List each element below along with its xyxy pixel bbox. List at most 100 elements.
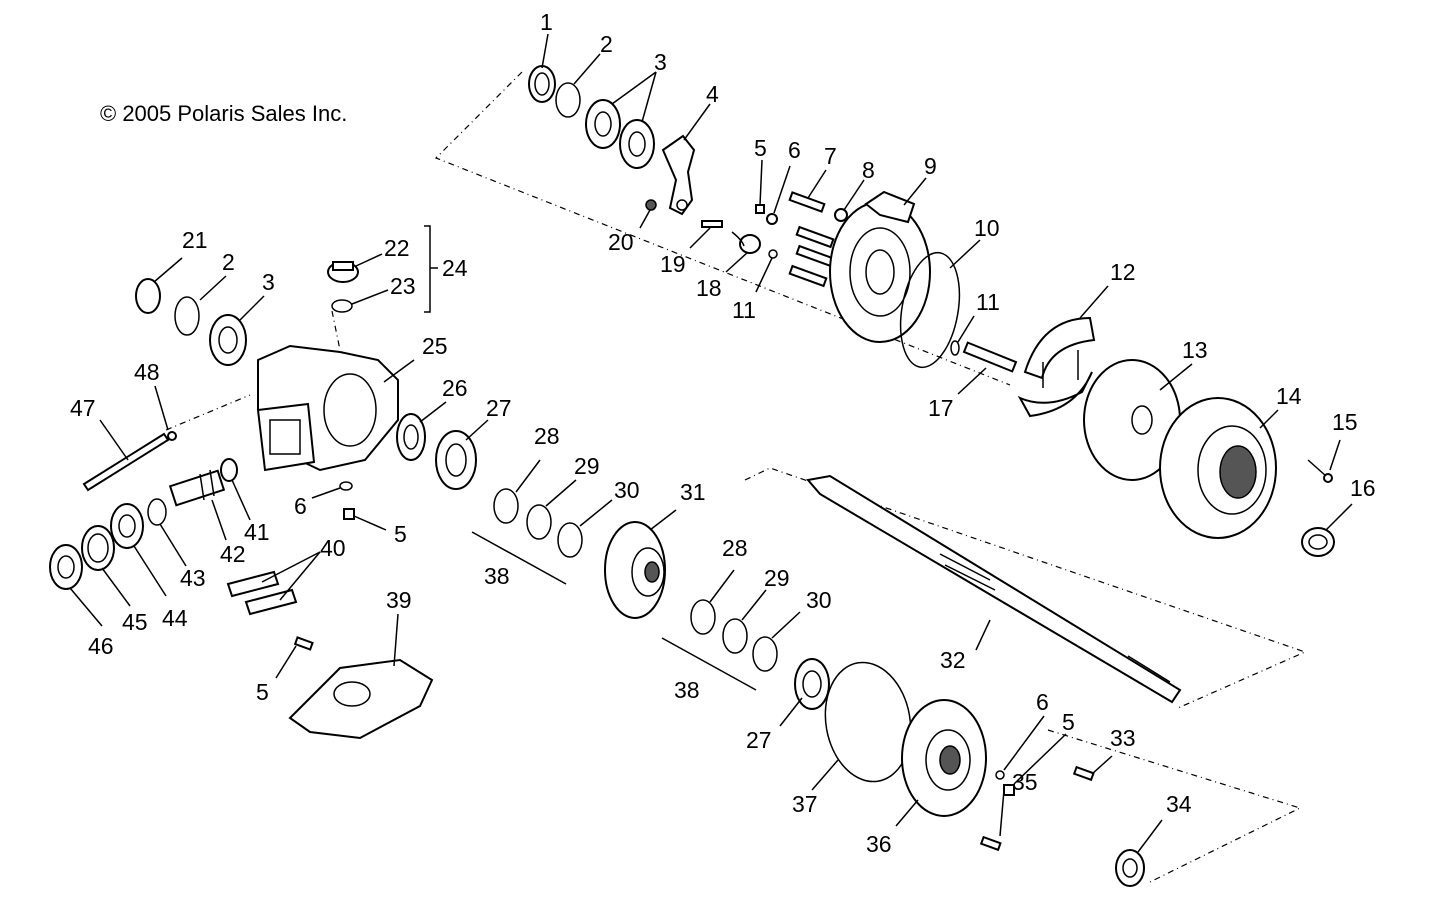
- callout-44: 44: [162, 605, 188, 631]
- part-shims-38-lower: [690, 599, 778, 672]
- part-brake-housing-9: [829, 190, 931, 343]
- part-pin-47: [82, 432, 170, 492]
- part-seal-27-lower: [794, 658, 830, 710]
- callout-2b: 2: [222, 249, 235, 275]
- callout-39: 39: [386, 587, 412, 613]
- callout-17: 17: [928, 395, 954, 421]
- callout-30b: 30: [806, 587, 832, 613]
- part-nut-20: [645, 199, 657, 211]
- callout-28: 28: [534, 423, 560, 449]
- callout-4: 4: [706, 81, 719, 107]
- callout-6: 6: [788, 137, 801, 163]
- part-bearing-3a: [585, 99, 621, 149]
- part-fill-plug-22: [327, 261, 359, 283]
- callout-18: 18: [696, 275, 722, 301]
- callout-27: 27: [486, 395, 512, 421]
- part-seal-16: [1301, 527, 1335, 557]
- part-washer-6-left: [339, 481, 353, 491]
- part-gearcase-25: [256, 344, 399, 472]
- part-seal-21: [135, 278, 161, 314]
- callout-labels: 1 2 3 4 5 6 7 8 9 10 11 12 13 14 15 16 1…: [70, 9, 1376, 857]
- callout-40: 40: [320, 535, 346, 561]
- callout-5b: 5: [1062, 709, 1075, 735]
- part-seal-34: [1115, 849, 1145, 887]
- callout-29b: 29: [764, 565, 790, 591]
- part-brake-shoes-12: [1017, 316, 1096, 418]
- callout-5d: 5: [256, 679, 269, 705]
- callout-34: 34: [1166, 791, 1192, 817]
- callout-25: 25: [422, 333, 448, 359]
- part-bolt-33: [1072, 765, 1095, 782]
- part-bolt-5-left: [343, 508, 355, 520]
- part-bolt-5-top: [755, 204, 765, 214]
- callout-16: 16: [1350, 475, 1376, 501]
- callout-42: 42: [220, 541, 246, 567]
- callout-31: 31: [680, 479, 706, 505]
- part-ring-43: [147, 498, 167, 526]
- callout-38: 38: [484, 563, 510, 589]
- callout-29: 29: [574, 453, 600, 479]
- callout-14: 14: [1276, 383, 1302, 409]
- part-spacer-41: [220, 458, 238, 482]
- part-plug-8: [834, 208, 848, 222]
- callout-11: 11: [976, 289, 1000, 315]
- part-snap-ring-2: [555, 82, 581, 118]
- part-bolt-5-skid: [293, 636, 314, 651]
- part-seal-46: [49, 544, 83, 590]
- parts: [49, 65, 1335, 887]
- part-bearing-3b: [619, 119, 655, 169]
- callout-6c: 6: [294, 493, 307, 519]
- part-washer-6-lower: [995, 770, 1005, 780]
- callout-21: 21: [182, 227, 208, 253]
- callout-15: 15: [1332, 409, 1358, 435]
- callout-36: 36: [866, 831, 892, 857]
- callout-12: 12: [1110, 259, 1136, 285]
- callout-46: 46: [88, 633, 114, 659]
- part-pinion-42: [168, 469, 226, 507]
- part-bolt-35: [979, 835, 1002, 852]
- callout-22: 22: [384, 235, 410, 261]
- part-o-ring-10: [899, 251, 961, 369]
- part-cam-shaft-17: [962, 341, 1018, 373]
- callout-28b: 28: [722, 535, 748, 561]
- part-shims-38-upper: [493, 488, 583, 558]
- part-pin-19: [701, 220, 723, 228]
- leader-lines: [69, 33, 1353, 853]
- callout-32: 32: [940, 647, 966, 673]
- part-bearing-3-left: [209, 314, 247, 366]
- callout-2: 2: [600, 31, 613, 57]
- part-brake-cover-14: [1159, 397, 1277, 539]
- callout-23: 23: [390, 273, 416, 299]
- part-lever-4: [661, 134, 696, 216]
- callout-30: 30: [614, 477, 640, 503]
- part-bearing-45: [81, 525, 115, 571]
- part-spring-18: [731, 231, 761, 254]
- callout-26: 26: [442, 375, 468, 401]
- callout-11b: 11: [732, 297, 756, 323]
- callout-9: 9: [924, 153, 937, 179]
- callout-13: 13: [1182, 337, 1208, 363]
- part-washer-6-top: [766, 213, 778, 225]
- callout-20: 20: [608, 229, 634, 255]
- part-seal-27-upper: [435, 430, 477, 490]
- callout-37: 37: [792, 791, 818, 817]
- callout-8: 8: [862, 157, 875, 183]
- callout-1: 1: [540, 9, 553, 35]
- part-axle-32: [806, 474, 1182, 704]
- callout-48: 48: [134, 359, 160, 385]
- part-ring-gear-31: [604, 521, 666, 619]
- callout-5c: 5: [394, 521, 407, 547]
- callout-3b: 3: [262, 269, 275, 295]
- assembly-guide-lines: [165, 71, 1307, 883]
- callout-35: 35: [1012, 769, 1038, 795]
- callout-41: 41: [244, 519, 270, 545]
- part-screw-48: [167, 431, 177, 441]
- part-snap-ring-2-left: [174, 296, 200, 336]
- callout-6b: 6: [1036, 689, 1049, 715]
- part-screw-15: [1307, 459, 1333, 483]
- part-cover-36: [901, 699, 987, 817]
- callout-43: 43: [180, 565, 206, 591]
- callout-24: 24: [442, 255, 468, 281]
- callout-47: 47: [70, 395, 96, 421]
